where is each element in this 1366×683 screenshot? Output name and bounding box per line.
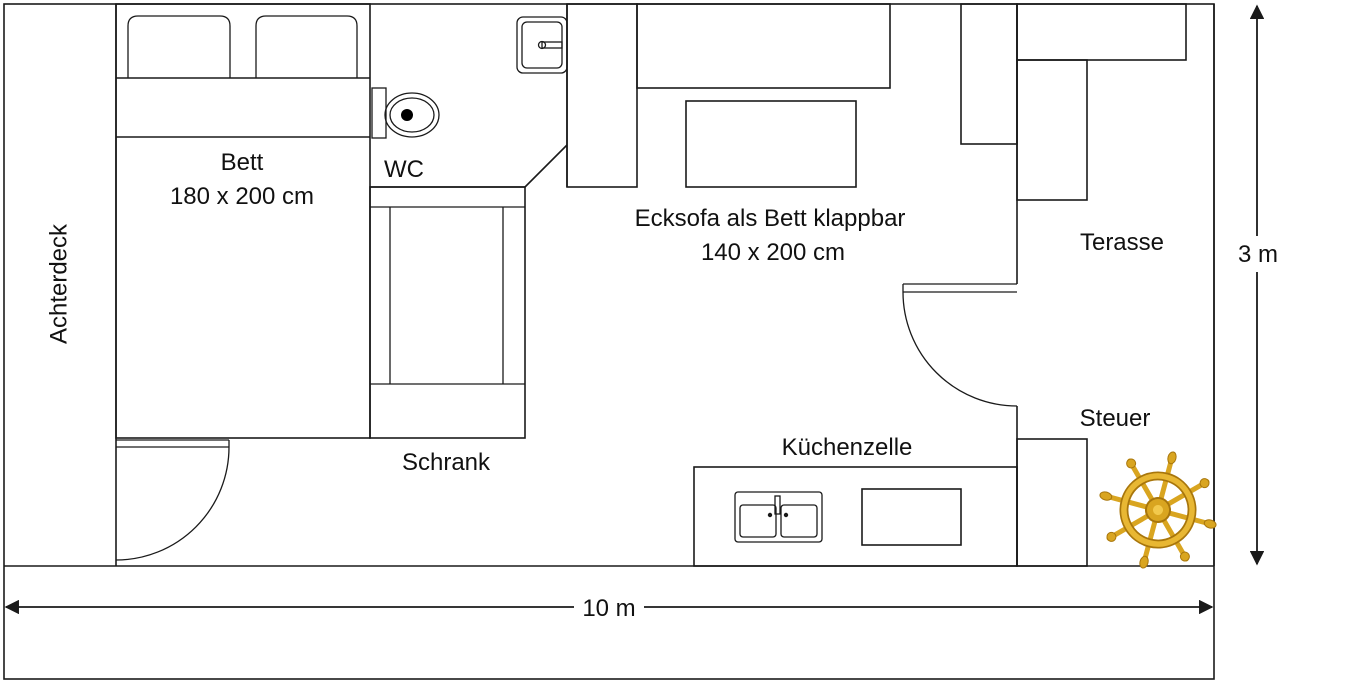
interior-wall xyxy=(902,4,1018,566)
label-length: 10 m xyxy=(582,595,635,622)
label-sofa-size: 140 x 200 cm xyxy=(701,239,845,266)
label-height: 3 m xyxy=(1238,241,1278,268)
height-dimension xyxy=(1232,4,1284,566)
pillow-right xyxy=(255,15,358,78)
kitchen-sink-icon xyxy=(734,491,823,543)
stove xyxy=(861,488,962,546)
helm-console xyxy=(1016,438,1088,567)
toilet-icon xyxy=(371,87,440,139)
pillow-left xyxy=(127,15,231,78)
outer-hull xyxy=(3,3,1215,680)
label-bed-size: 180 x 200 cm xyxy=(170,183,314,210)
label-kitchen: Küchenzelle xyxy=(782,434,913,461)
washbasin-icon xyxy=(516,16,568,74)
label-wardrobe: Schrank xyxy=(402,449,491,476)
label-bed-title: Bett xyxy=(221,149,264,176)
terrace-furniture xyxy=(960,3,1187,201)
ship-wheel-icon xyxy=(1099,451,1217,569)
label-terrace: Terasse xyxy=(1080,229,1164,256)
kitchenette xyxy=(693,466,1018,567)
label-helm: Steuer xyxy=(1080,405,1151,432)
label-sofa-title: Ecksofa als Bett klappbar xyxy=(635,205,906,232)
coffee-table xyxy=(685,100,857,188)
bed xyxy=(115,3,371,439)
label-wc: WC xyxy=(384,156,424,183)
length-dimension xyxy=(4,592,1214,624)
label-achterdeck: Achterdeck xyxy=(45,223,72,344)
wardrobe xyxy=(369,186,526,439)
corner-sofa xyxy=(566,3,891,188)
entrance-door xyxy=(115,439,230,561)
